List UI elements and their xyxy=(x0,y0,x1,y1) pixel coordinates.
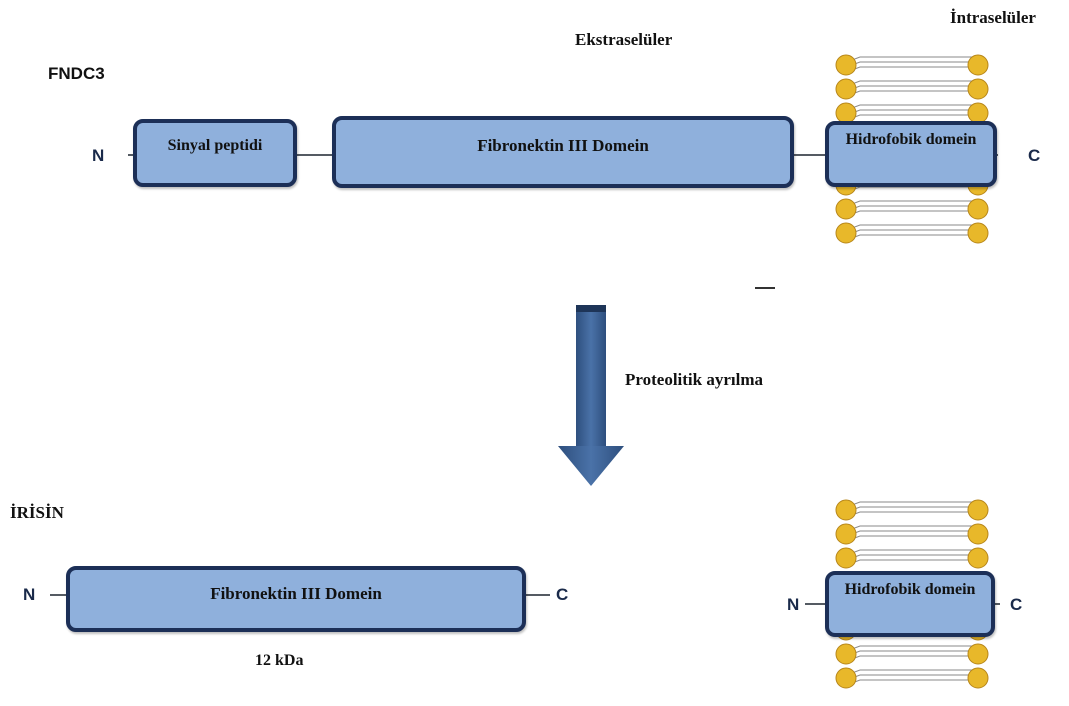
cleavage-arrow xyxy=(558,305,624,486)
fndc3-title: FNDC3 xyxy=(48,64,105,83)
extracellular-label: Ekstraselüler xyxy=(575,30,673,49)
lipid-tail xyxy=(851,674,972,679)
lipid-head xyxy=(967,78,989,100)
weight-label: 12 kDa xyxy=(255,652,304,669)
fndc3-c-terminal: C xyxy=(1028,146,1041,165)
lipid-tail xyxy=(851,554,972,559)
lipid-head xyxy=(835,643,857,665)
fibronectin-domain-label: Fibronektin III Domein xyxy=(477,136,649,155)
proteolytic-cleavage-label: Proteolitik ayrılma xyxy=(625,370,764,389)
lipid-tail xyxy=(851,80,972,85)
lipid-tail xyxy=(851,114,972,119)
lipid-head xyxy=(835,499,857,521)
irisin-c-terminal: C xyxy=(556,585,569,604)
lipid-head xyxy=(835,667,857,689)
fibronectin-domain: Fibronektin III Domein xyxy=(332,116,794,188)
fragment-hydrophobic-domain: Hidrofobik domein xyxy=(825,571,995,637)
lipid-tail xyxy=(851,530,972,535)
intracellular-label: İntraselüler xyxy=(950,8,1036,27)
lipid-tail xyxy=(851,200,972,205)
lipid-head xyxy=(835,198,857,220)
lipid-tail xyxy=(851,104,972,109)
lipid-tail xyxy=(851,85,972,90)
lipid-tail xyxy=(851,645,972,650)
lipid-tail xyxy=(851,205,972,210)
lipid-tail xyxy=(851,234,972,239)
lipid-head xyxy=(967,547,989,569)
signal-peptide-label: Sinyal peptidi xyxy=(167,137,263,154)
lipid-head xyxy=(967,222,989,244)
lipid-head xyxy=(835,54,857,76)
fragment-hydrophobic-label: Hidrofobik domein xyxy=(844,581,976,598)
irisin-fibronectin-domain: Fibronektin III Domein xyxy=(66,566,526,632)
lipid-tail xyxy=(851,66,972,71)
dash-mark xyxy=(755,287,775,289)
lipid-head xyxy=(967,102,989,124)
lipid-tail xyxy=(851,669,972,674)
lipid-tail xyxy=(851,210,972,215)
fragment-c-terminal: C xyxy=(1010,595,1023,614)
lipid-head xyxy=(967,54,989,76)
lipid-tail xyxy=(851,650,972,655)
lipid-tail xyxy=(851,501,972,506)
lipid-head xyxy=(835,523,857,545)
irisin-fibronectin-label: Fibronektin III Domein xyxy=(210,584,382,603)
irisin-title: İRİSİN xyxy=(10,503,64,522)
lipid-tail xyxy=(851,224,972,229)
lipid-head xyxy=(967,198,989,220)
fndc3-n-terminal: N xyxy=(92,146,105,165)
signal-peptide-domain: Sinyal peptidi xyxy=(133,119,297,187)
lipid-tail xyxy=(851,549,972,554)
lipid-tail xyxy=(851,506,972,511)
lipid-head xyxy=(967,643,989,665)
lipid-tail xyxy=(851,56,972,61)
lipid-tail xyxy=(851,679,972,684)
lipid-tail xyxy=(851,511,972,516)
irisin-n-terminal: N xyxy=(23,585,36,604)
lipid-head xyxy=(835,547,857,569)
hydrophobic-domain: Hidrofobik domein xyxy=(825,121,997,187)
lipid-tail xyxy=(851,186,972,191)
lipid-tail xyxy=(851,90,972,95)
lipid-tail xyxy=(851,229,972,234)
fragment-n-terminal: N xyxy=(787,595,800,614)
lipid-head xyxy=(835,222,857,244)
lipid-tail xyxy=(851,559,972,564)
lipid-tail xyxy=(851,61,972,66)
lipid-head xyxy=(835,102,857,124)
lipid-head xyxy=(967,499,989,521)
lipid-tail xyxy=(851,655,972,660)
lipid-head xyxy=(967,523,989,545)
lipid-head xyxy=(967,667,989,689)
lipid-tail xyxy=(851,109,972,114)
lipid-tail xyxy=(851,525,972,530)
hydrophobic-domain-label: Hidrofobik domein xyxy=(845,131,977,148)
lipid-head xyxy=(835,78,857,100)
lipid-tail xyxy=(851,535,972,540)
